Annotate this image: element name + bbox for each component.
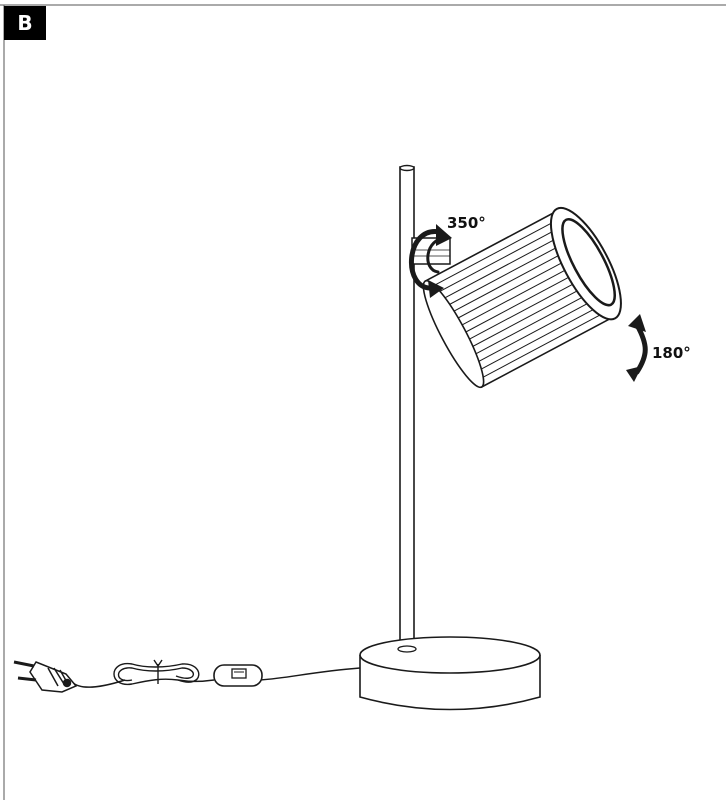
head-ribs [430,218,609,380]
head-lens [561,217,616,307]
inline-switch [213,664,263,687]
tilt-arrow-180 [634,322,648,375]
section-badge: B [4,6,46,40]
lamp-base [359,636,541,711]
rotation-arrowhead-bottom [428,280,444,298]
power-plug [13,660,78,693]
lamp-head [422,206,622,389]
tilt-arrowhead-top [628,314,646,332]
tilt-label: 180° [652,344,691,362]
rotation-arrowhead-top [436,224,452,246]
cord-coil [113,659,200,685]
rotation-label: 350° [447,214,486,232]
tilt-arrowhead-bottom [626,366,642,382]
head-back-ring [422,279,485,389]
pole-top-cap [399,164,415,172]
